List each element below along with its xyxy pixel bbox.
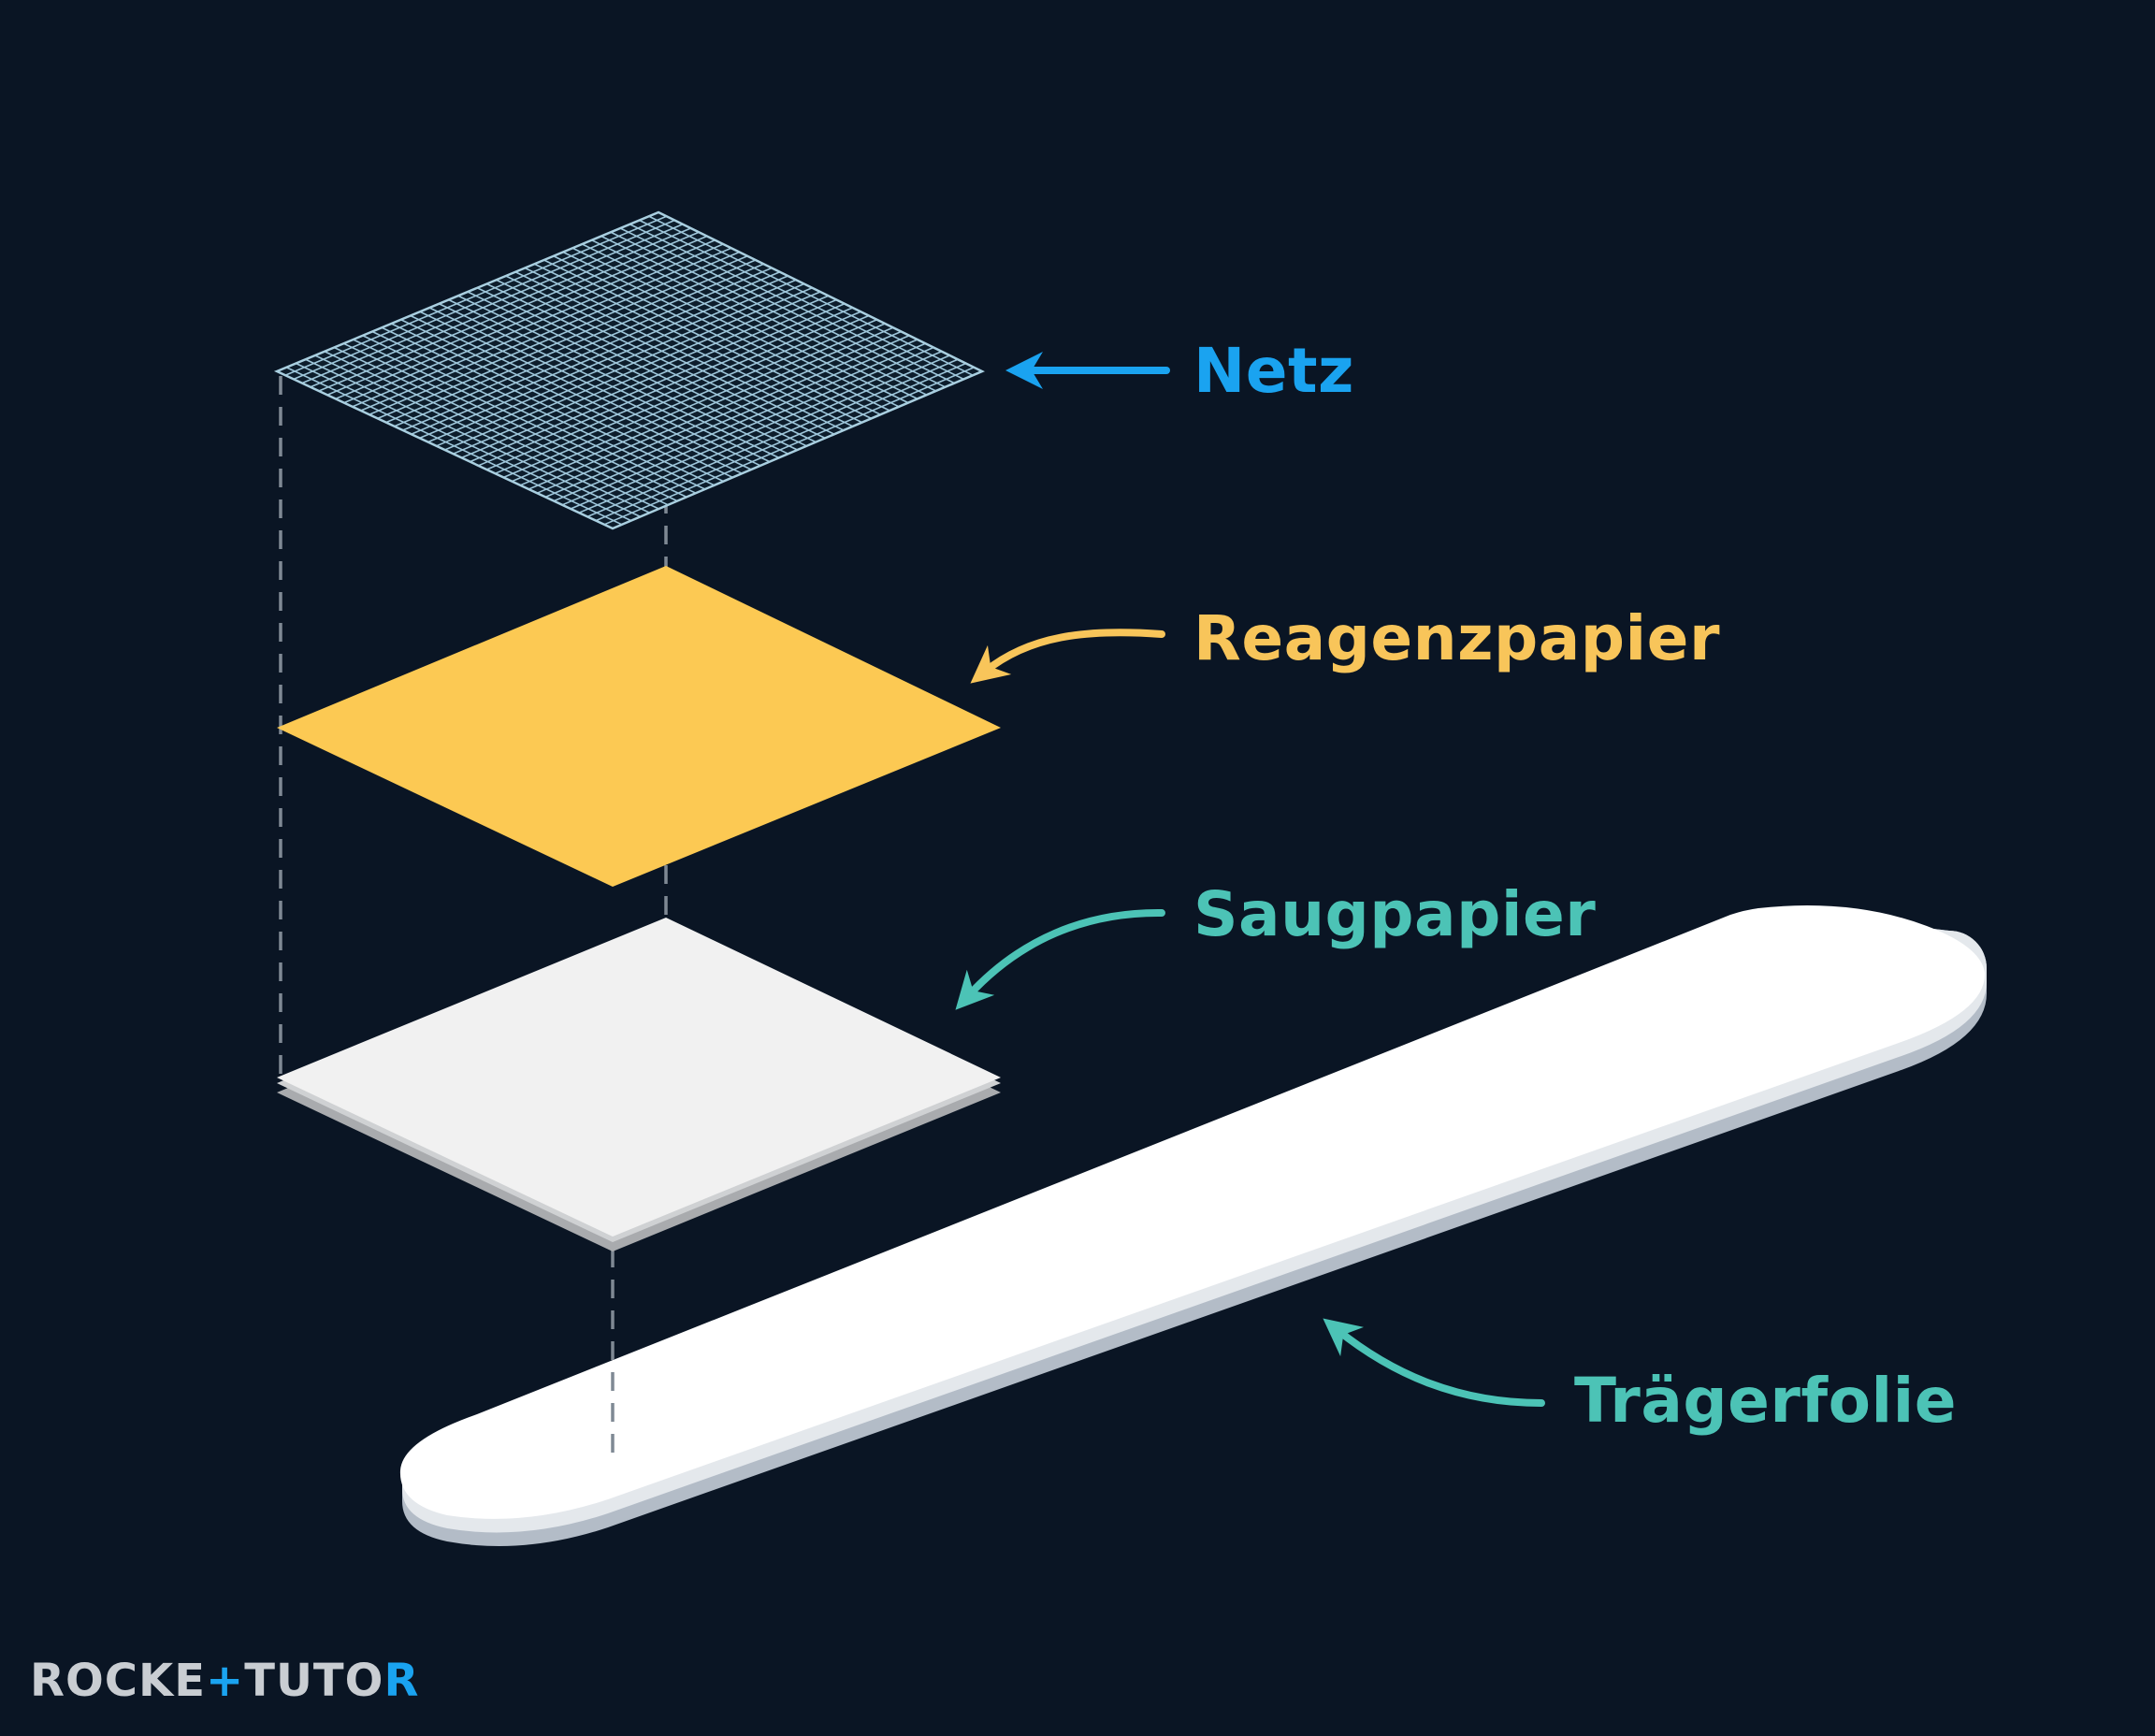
carrier-strip	[399, 905, 1987, 1546]
label-traegerfolie: Trägerfolie	[1574, 1365, 1957, 1437]
label-netz: Netz	[1193, 335, 1354, 407]
absorbent-paper	[277, 918, 1001, 1251]
reagent-paper	[277, 566, 1001, 887]
logo: ROCKE+TUTOR	[30, 1658, 419, 1703]
arrow-traegerfolie	[1323, 1318, 1545, 1407]
arrow-reagenzpapier	[970, 629, 1165, 684]
logo-cross: +	[205, 1655, 245, 1707]
label-reagenzpapier: Reagenzpapier	[1193, 602, 1720, 674]
mesh-layer	[273, 210, 986, 530]
logo-part-2: TUTO	[244, 1655, 384, 1707]
logo-part-3: R	[383, 1655, 420, 1707]
logo-part-1: ROCKE	[30, 1655, 206, 1707]
label-saugpapier: Saugpapier	[1193, 878, 1597, 950]
arrow-saugpapier	[955, 908, 1165, 1010]
